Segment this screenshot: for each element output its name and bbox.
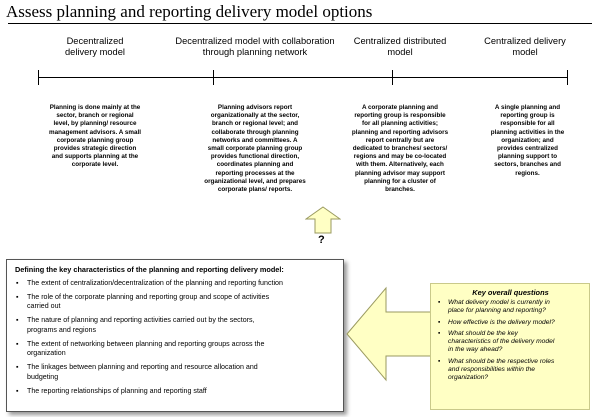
characteristic-item: The reporting relationships of planning …: [15, 387, 335, 397]
spectrum-tick: [213, 70, 214, 85]
spectrum-tick: [392, 70, 393, 85]
question-mark: ?: [318, 234, 325, 246]
title-divider: [8, 23, 592, 24]
characteristics-box: Defining the key characteristics of the …: [6, 259, 344, 412]
key-questions-title: Key overall questions: [472, 288, 549, 297]
spectrum-tick: [567, 70, 568, 85]
spectrum-tick: [38, 70, 39, 85]
characteristic-item: The extent of networking between plannin…: [15, 340, 335, 359]
model-spectrum-line: [38, 77, 568, 78]
up-arrow-icon: [305, 206, 341, 234]
key-question-item: What delivery model is currently inplace…: [437, 299, 584, 316]
page-title: Assess planning and reporting delivery m…: [6, 2, 373, 21]
key-question-item: How effective is the delivery model?: [437, 319, 584, 328]
characteristic-item: The nature of planning and reporting act…: [15, 316, 335, 335]
characteristic-item: The extent of centralization/decentraliz…: [15, 279, 335, 289]
characteristic-item: The linkages between planning and report…: [15, 363, 335, 382]
left-arrow-icon: [346, 286, 432, 382]
key-questions-box: Key overall questions What delivery mode…: [430, 283, 590, 410]
characteristics-title: Defining the key characteristics of the …: [15, 265, 284, 274]
characteristic-item: The role of the corporate planning and r…: [15, 293, 335, 312]
